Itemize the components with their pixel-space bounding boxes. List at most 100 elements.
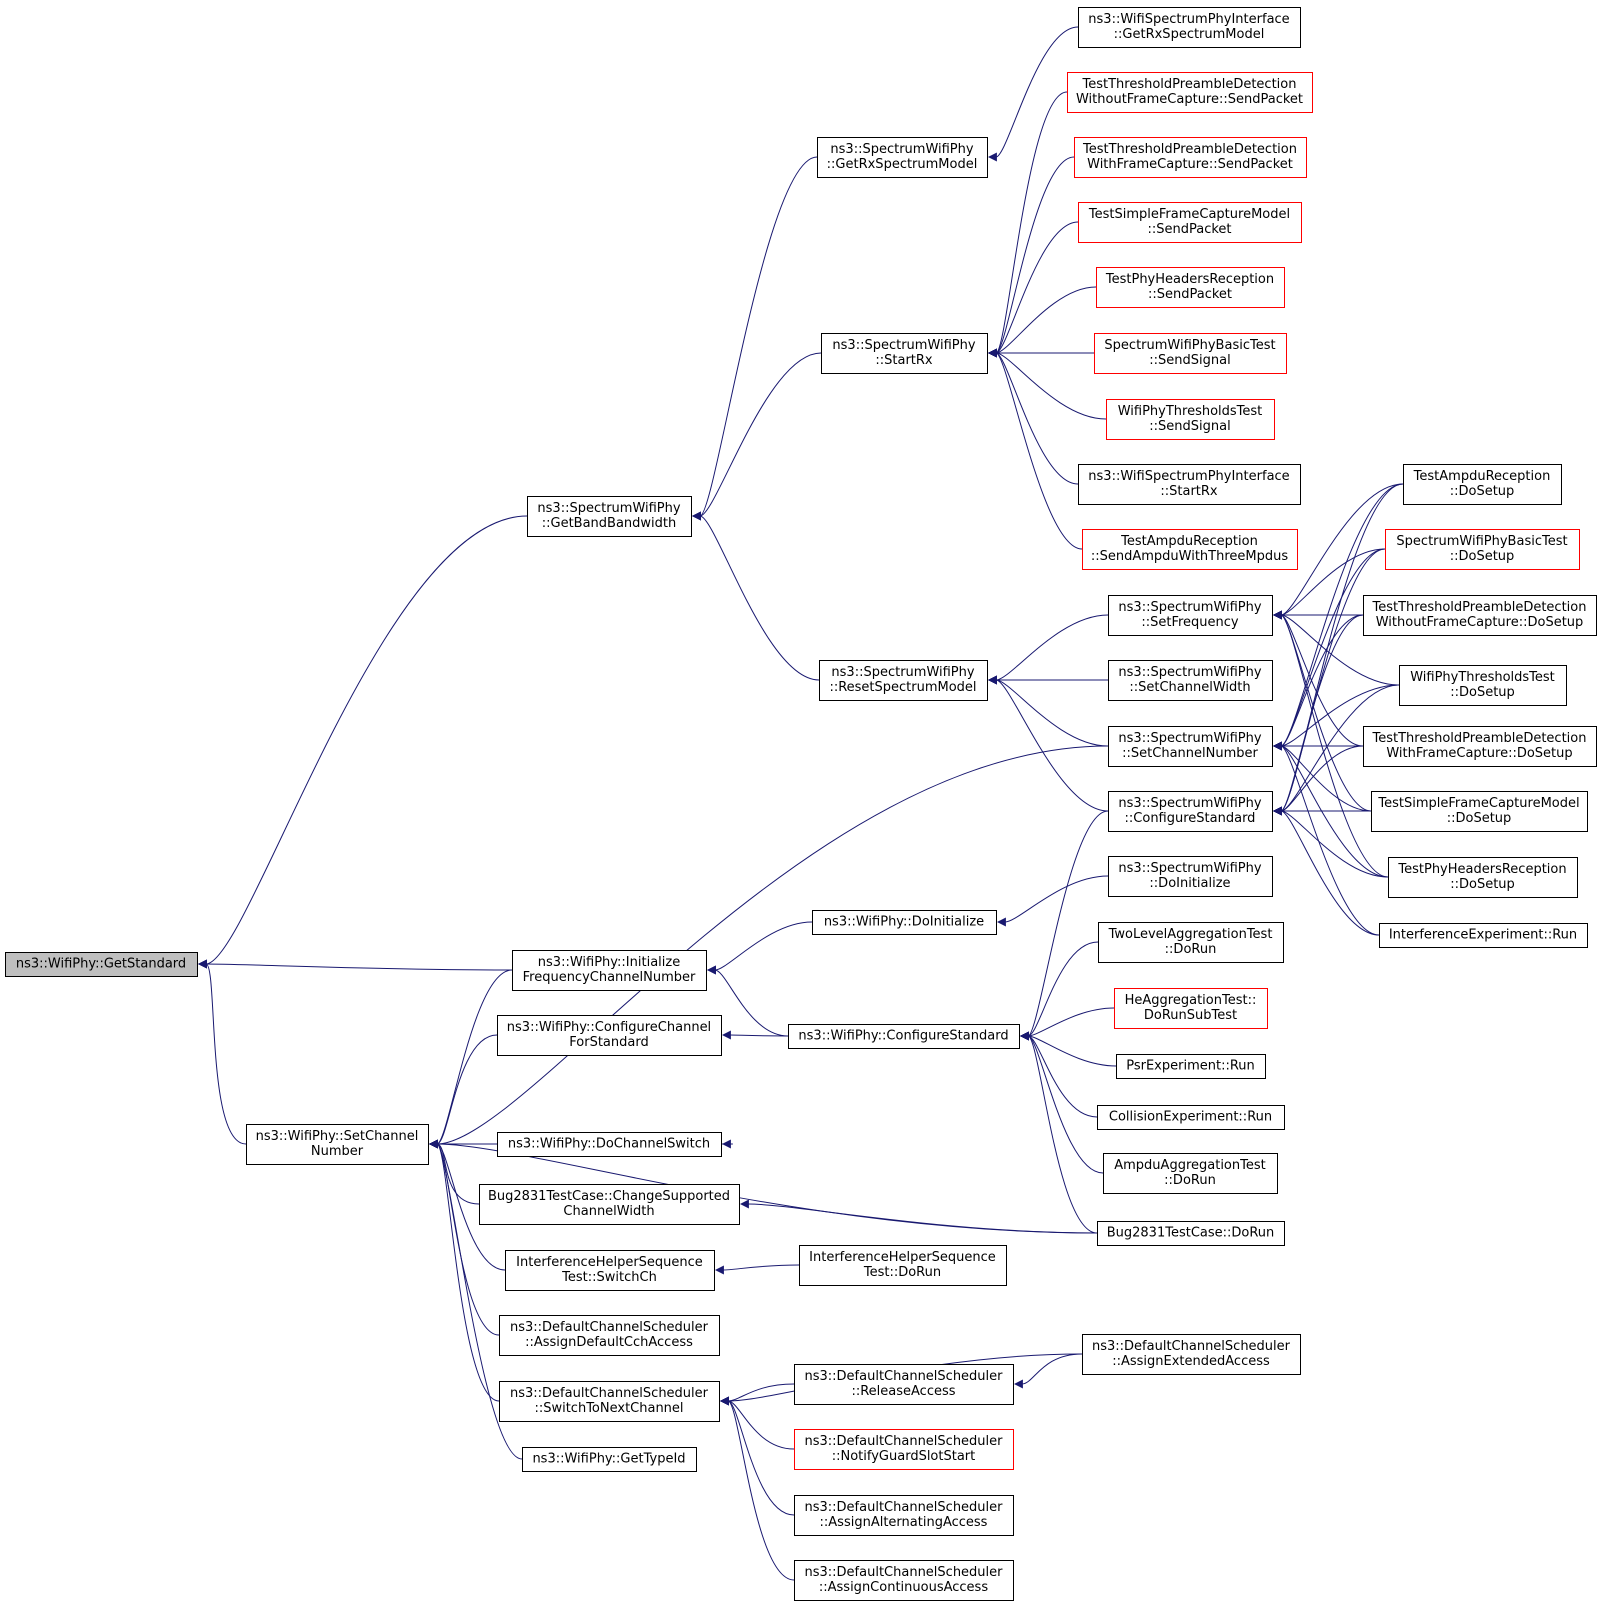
edge-n32-to-n34 <box>1019 1007 1115 1041</box>
node-testsimpleframecapturemodel-sendpacket[interactable]: TestSimpleFrameCaptureModel::SendPacket <box>1078 202 1302 243</box>
node-label-line: SpectrumWifiPhyBasicTest <box>1396 534 1567 549</box>
node-testphyheadersreception-dosetup[interactable]: TestPhyHeadersReception::DoSetup <box>1388 857 1578 898</box>
node-label-line: ::ReleaseAccess <box>851 1384 955 1399</box>
node-psrexperiment-run[interactable]: PsrExperiment::Run <box>1116 1054 1266 1079</box>
node-spectrumwifiphybasictest-dosetup[interactable]: SpectrumWifiPhyBasicTest::DoSetup <box>1385 529 1580 570</box>
node-label-line: InterferenceHelperSequence <box>516 1255 703 1270</box>
node-ns3-wifiphy-configurechannelforstandard[interactable]: ns3::WifiPhy::ConfigureChannelForStandar… <box>497 1015 722 1056</box>
edge-n43-to-n4 <box>428 1139 500 1336</box>
node-ns3-spectrumwifiphy-setfrequency[interactable]: ns3::SpectrumWifiPhy::SetFrequency <box>1108 595 1273 636</box>
node-label-line: WithoutFrameCapture::SendPacket <box>1076 92 1303 107</box>
node-box <box>246 1124 429 1165</box>
node-ns3-defaultchannelscheduler-notifyguardslotstart[interactable]: ns3::DefaultChannelScheduler::NotifyGuar… <box>794 1429 1014 1470</box>
node-testsimpleframecapturemodel-dosetup[interactable]: TestSimpleFrameCaptureModel::DoSetup <box>1371 791 1588 832</box>
node-testthresholdpreambledetectionwithoutframecapture-dosetup[interactable]: TestThresholdPreambleDetectionWithoutFra… <box>1363 595 1597 636</box>
node-collisionexperiment-run[interactable]: CollisionExperiment::Run <box>1097 1105 1285 1130</box>
node-testampdureception-sendampduwiththreempdus[interactable]: TestAmpduReception::SendAmpduWithThreeMp… <box>1082 529 1298 570</box>
node-label-line: ns3::WifiPhy::DoChannelSwitch <box>508 1137 710 1152</box>
node-ns3-wifispectrumphyinterface-getrxspectrummodel[interactable]: ns3::WifiSpectrumPhyInterface::GetRxSpec… <box>1078 7 1301 48</box>
node-label-line: ns3::WifiPhy::DoInitialize <box>824 915 984 930</box>
node-ns3-spectrumwifiphy-setchannelwidth[interactable]: ns3::SpectrumWifiPhy::SetChannelWidth <box>1108 660 1273 701</box>
edge-n34-to-n3 <box>706 965 789 1037</box>
node-ampduaggregationtest-dorun[interactable]: AmpduAggregationTest::DoRun <box>1103 1153 1278 1194</box>
node-testampdureception-dosetup[interactable]: TestAmpduReception::DoSetup <box>1403 464 1562 505</box>
node-box <box>499 1315 720 1356</box>
node-ns3-spectrumwifiphy-configurestandard[interactable]: ns3::SpectrumWifiPhy::ConfigureStandard <box>1108 791 1273 832</box>
node-wifiphythresholdstest-sendsignal[interactable]: WifiPhyThresholdsTest::SendSignal <box>1106 399 1275 440</box>
node-ns3-defaultchannelscheduler-switchtonextchannel[interactable]: ns3::DefaultChannelScheduler::SwitchToNe… <box>499 1381 720 1422</box>
node-ns3-spectrumwifiphy-doinitialize[interactable]: ns3::SpectrumWifiPhy::DoInitialize <box>1108 856 1273 897</box>
node-label-line: ns3::SpectrumWifiPhy <box>1118 796 1261 811</box>
node-ns3-defaultchannelscheduler-assigndefaultcchaccess[interactable]: ns3::DefaultChannelScheduler::AssignDefa… <box>499 1315 720 1356</box>
edge-n42-to-n41 <box>714 1264 800 1275</box>
node-testthresholdpreambledetectionwithoutframecapture-sendpacket[interactable]: TestThresholdPreambleDetectionWithoutFra… <box>1067 72 1313 113</box>
node-ns3-defaultchannelscheduler-assigncontinuousaccess[interactable]: ns3::DefaultChannelScheduler::AssignCont… <box>794 1560 1014 1601</box>
edge-n19-to-n23 <box>1272 614 1364 751</box>
node-ns3-defaultchannelscheduler-assignalternatingaccess[interactable]: ns3::DefaultChannelScheduler::AssignAlte… <box>794 1495 1014 1536</box>
node-label-line: ::AssignContinuousAccess <box>819 1580 988 1595</box>
node-label-line: ::NotifyGuardSlotStart <box>832 1449 976 1464</box>
node-box <box>1097 1221 1285 1246</box>
node-ns3-spectrumwifiphy-setchannelnumber[interactable]: ns3::SpectrumWifiPhy::SetChannelNumber <box>1108 726 1273 767</box>
node-ns3-wifiphy-setchannelnumber[interactable]: ns3::WifiPhy::SetChannelNumber <box>246 1124 429 1165</box>
node-ns3-wifiphy-doinitialize[interactable]: ns3::WifiPhy::DoInitialize <box>812 910 997 935</box>
node-box <box>817 137 988 178</box>
node-label-line: InterferenceHelperSequence <box>809 1250 996 1265</box>
node-box <box>1108 595 1273 636</box>
node-ns3-wifispectrumphyinterface-startrx[interactable]: ns3::WifiSpectrumPhyInterface::StartRx <box>1078 464 1301 505</box>
edge-n27-to-n29 <box>996 875 1109 927</box>
node-label-line: ::GetBandBandwidth <box>542 516 677 531</box>
node-ns3-spectrumwifiphy-getrxspectrummodel[interactable]: ns3::SpectrumWifiPhy::GetRxSpectrumModel <box>817 137 988 178</box>
node-ns3-wifiphy-initializefrequencychannelnumber[interactable]: ns3::WifiPhy::InitializeFrequencyChannel… <box>512 950 707 991</box>
node-ns3-spectrumwifiphy-startrx[interactable]: ns3::SpectrumWifiPhy::StartRx <box>821 333 988 374</box>
edge-n33-to-n4 <box>428 1034 498 1149</box>
edge-n3-to-n1 <box>197 959 513 971</box>
node-label-line: TestAmpduReception <box>1413 469 1551 484</box>
node-label-line: ns3::DefaultChannelScheduler <box>805 1500 1004 1515</box>
node-label-line: ns3::DefaultChannelScheduler <box>805 1369 1004 1384</box>
edge-n23-to-n20 <box>987 675 1109 747</box>
node-ns3-wifiphy-configurestandard[interactable]: ns3::WifiPhy::ConfigureStandard <box>788 1024 1020 1049</box>
node-box <box>1403 464 1562 505</box>
node-ns3-wifiphy-gettypeid[interactable]: ns3::WifiPhy::GetTypeId <box>522 1447 697 1472</box>
node-box <box>505 1250 715 1291</box>
node-label-line: WithFrameCapture::DoSetup <box>1386 746 1572 761</box>
node-box <box>1385 529 1580 570</box>
edge-n30-to-n25 <box>1272 806 1380 936</box>
node-testphyheadersreception-sendpacket[interactable]: TestPhyHeadersReception::SendPacket <box>1096 267 1285 308</box>
node-ns3-spectrumwifiphy-resetspectrummodel[interactable]: ns3::SpectrumWifiPhy::ResetSpectrumModel <box>819 660 988 701</box>
node-label-line: ns3::WifiPhy::SetChannel <box>256 1129 419 1144</box>
node-box <box>1096 267 1285 308</box>
node-label-line: ns3::WifiSpectrumPhyInterface <box>1088 469 1289 484</box>
node-ns3-spectrumwifiphy-getbandbandwidth[interactable]: ns3::SpectrumWifiPhy::GetBandBandwidth <box>527 496 692 537</box>
node-label-line: ns3::DefaultChannelScheduler <box>805 1565 1004 1580</box>
edge-n13-to-n11 <box>987 348 1107 420</box>
node-label-line: ::SendSignal <box>1149 353 1230 368</box>
node-testthresholdpreambledetectionwithframecapture-dosetup[interactable]: TestThresholdPreambleDetectionWithFrameC… <box>1363 726 1597 767</box>
node-box <box>1108 856 1273 897</box>
node-label-line: ns3::DefaultChannelScheduler <box>510 1320 709 1335</box>
node-ns3-defaultchannelscheduler-assignextendedaccess[interactable]: ns3::DefaultChannelScheduler::AssignExte… <box>1082 1334 1301 1375</box>
edge-n22-to-n23 <box>1272 684 1400 751</box>
node-twolevelaggregationtest-dorun[interactable]: TwoLevelAggregationTest::DoRun <box>1098 922 1284 963</box>
node-spectrumwifiphybasictest-sendsignal[interactable]: SpectrumWifiPhyBasicTest::SendSignal <box>1094 333 1287 374</box>
node-ns3-wifiphy-dochannelswitch[interactable]: ns3::WifiPhy::DoChannelSwitch <box>497 1132 722 1157</box>
node-interferenceexperiment-run[interactable]: InterferenceExperiment::Run <box>1379 923 1588 948</box>
node-bug2831testcase-dorun[interactable]: Bug2831TestCase::DoRun <box>1097 1221 1285 1246</box>
node-label-line: ::DoSetup <box>1450 484 1515 499</box>
node-heaggregationtest-dorunsubtest[interactable]: HeAggregationTest::DoRunSubTest <box>1114 988 1268 1029</box>
edge-n28-to-n25 <box>1272 806 1389 878</box>
edge-n20-to-n2 <box>691 511 820 681</box>
node-label-line: ns3::DefaultChannelScheduler <box>1092 1339 1291 1354</box>
node-bug2831testcase-changesupportedchannelwidth[interactable]: Bug2831TestCase::ChangeSupportedChannelW… <box>479 1184 740 1225</box>
edge-n31-to-n34 <box>1019 941 1099 1041</box>
node-ns3-wifiphy-getstandard[interactable]: ns3::WifiPhy::GetStandard <box>5 952 198 977</box>
node-wifiphythresholdstest-dosetup[interactable]: WifiPhyThresholdsTest::DoSetup <box>1399 665 1567 706</box>
node-box <box>794 1364 1014 1405</box>
node-testthresholdpreambledetectionwithframecapture-sendpacket[interactable]: TestThresholdPreambleDetectionWithFrameC… <box>1074 137 1307 178</box>
node-label-line: ::AssignDefaultCchAccess <box>525 1335 693 1350</box>
node-box <box>1097 1105 1285 1130</box>
node-ns3-defaultchannelscheduler-releaseaccess[interactable]: ns3::DefaultChannelScheduler::ReleaseAcc… <box>794 1364 1014 1405</box>
